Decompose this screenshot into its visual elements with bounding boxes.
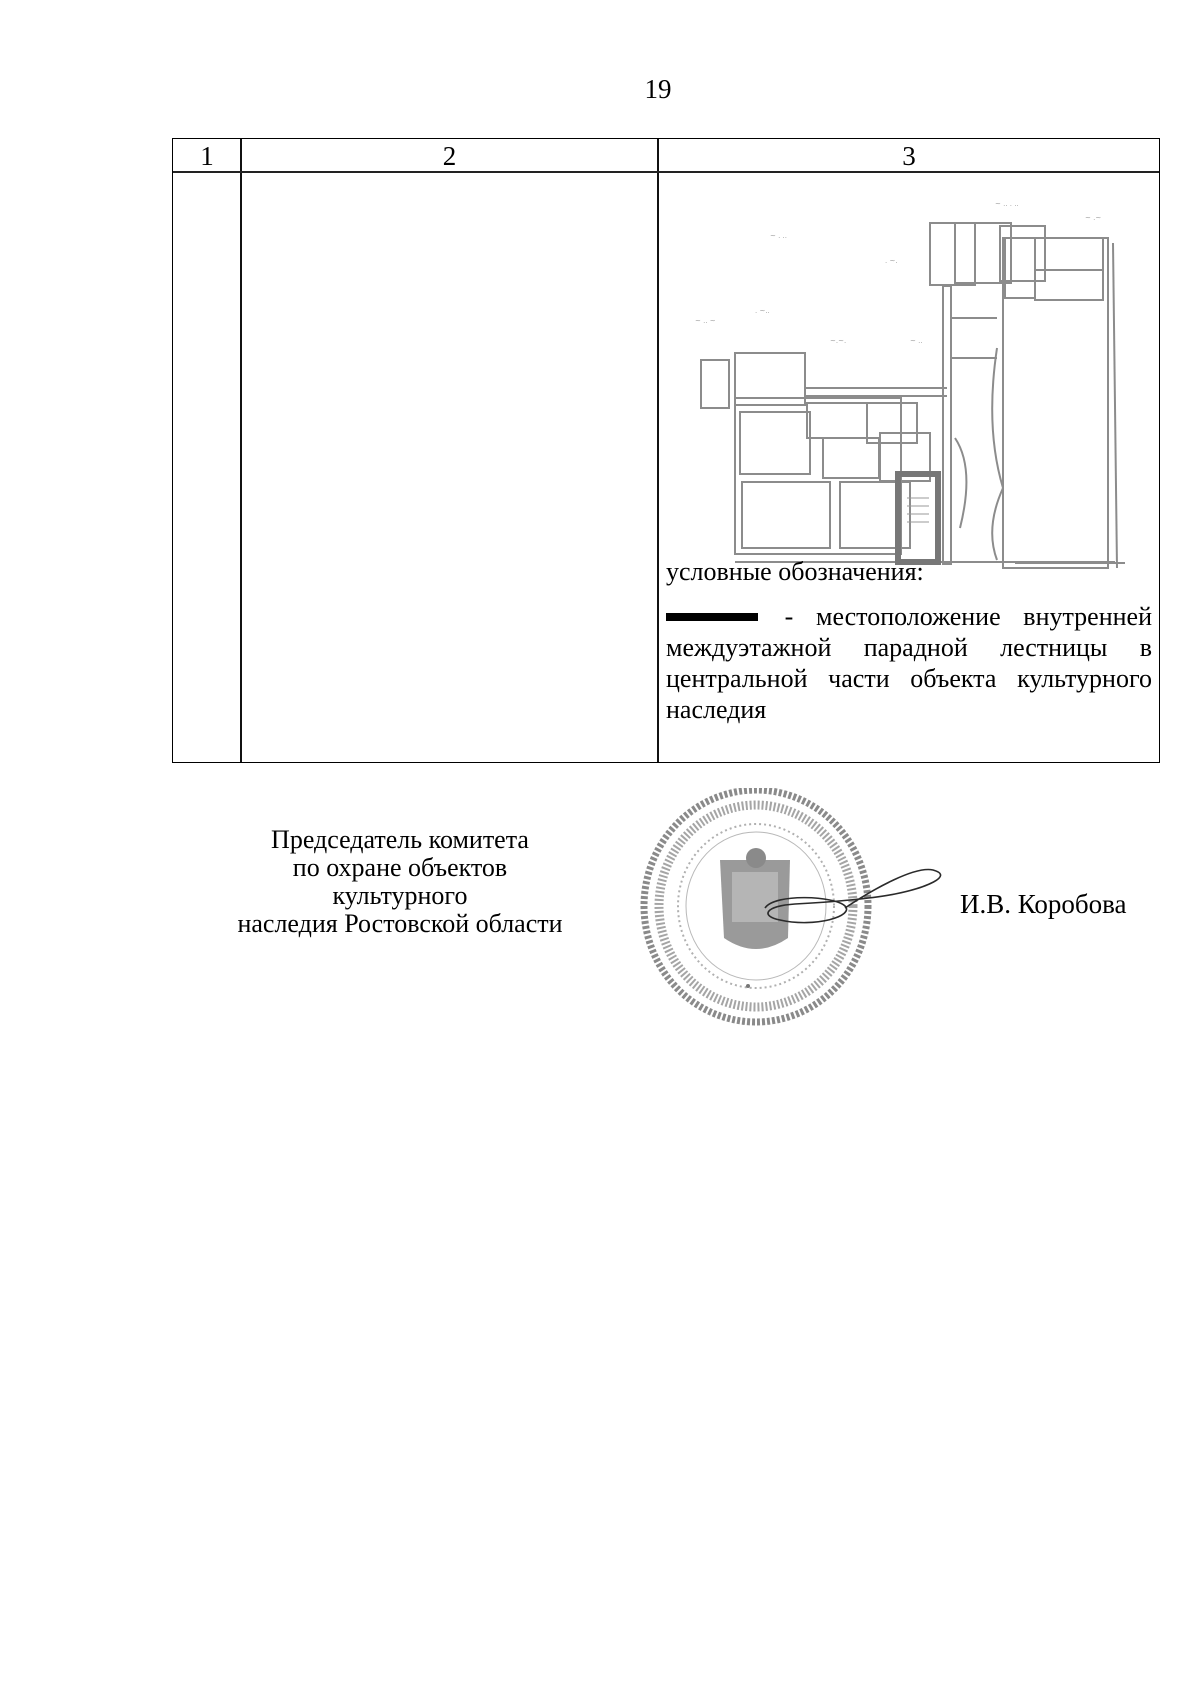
- svg-text:~.~.: ~.~.: [830, 337, 846, 345]
- column-divider-2: [657, 139, 659, 762]
- signatory-title-line: по охране объектов культурного: [292, 853, 508, 910]
- svg-text:~ .~: ~ .~: [1085, 214, 1101, 222]
- legend-title: условные обозначения:: [666, 557, 924, 586]
- legend-text: местоположение внутренней междуэтажной п…: [666, 602, 1152, 724]
- floor-plan-image: ~ .. . .. ~ . .. . ~. ~ .. ~ . ~.. ~.~. …: [695, 200, 1125, 569]
- signatory-title-line: Председатель комитета: [271, 825, 529, 854]
- handwritten-signature-icon: [764, 868, 942, 924]
- signatory-title: Председатель комитета по охране объектов…: [230, 826, 570, 938]
- legend-item: - местоположение внутренней междуэтажной…: [666, 601, 1152, 725]
- appendix-table: 1 2 3: [172, 138, 1160, 763]
- svg-text:~ ..: ~ ..: [910, 337, 923, 345]
- svg-text:~ .. . ..: ~ .. . ..: [995, 200, 1019, 208]
- column-divider-1: [240, 139, 242, 762]
- svg-text:. ~.: . ~.: [885, 257, 898, 265]
- header-divider: [173, 171, 1159, 173]
- signatory-name: И.В. Коробова: [960, 889, 1127, 919]
- column-header-1: 1: [200, 141, 214, 171]
- thick-line-legend-icon: [666, 613, 758, 622]
- signatory-title-line: наследия Ростовской области: [237, 909, 563, 938]
- official-seal-icon: [640, 788, 872, 1026]
- column-header-2: 2: [442, 141, 457, 171]
- legend-separator: -: [762, 602, 816, 631]
- svg-text:~ .. ~: ~ .. ~: [695, 317, 716, 325]
- svg-text:~ . ..: ~ . ..: [770, 232, 787, 240]
- column-header-3: 3: [902, 141, 916, 171]
- stair-highlight: [895, 471, 941, 565]
- svg-text:. ~..: . ~..: [755, 307, 770, 315]
- page-number: 19: [644, 74, 672, 104]
